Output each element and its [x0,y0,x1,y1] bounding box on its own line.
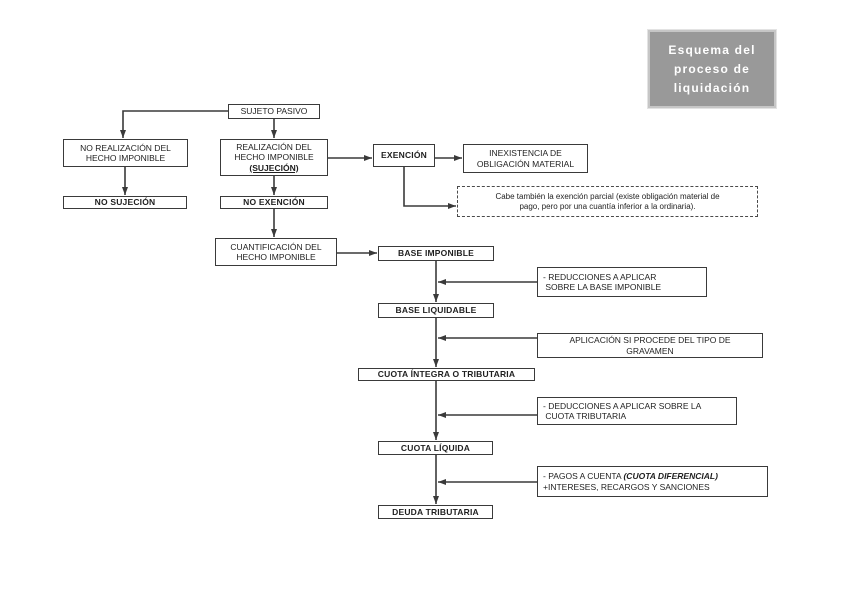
node-no-realizacion-hecho-imponible: NO REALIZACIÓN DEL HECHO IMPONIBLE [63,139,188,167]
node-realizacion-sublabel: (SUJECIÓN) [249,162,299,173]
node-aplicacion-tipo-gravamen: APLICACIÓN SI PROCEDE DEL TIPO DE GRAVAM… [537,333,763,358]
connector-sujeto-to-no-realizacion [120,110,228,138]
node-inexistencia-obligacion: INEXISTENCIA DE OBLIGACIÓN MATERIAL [463,144,588,173]
node-sujeto-pasivo: SUJETO PASIVO [228,104,320,119]
node-realizacion-label: REALIZACIÓN DEL HECHO IMPONIBLE [234,142,314,163]
node-deducciones: - DEDUCCIONES A APLICAR SOBRE LA CUOTA T… [537,397,737,425]
connector-exencion-to-nota [403,167,456,209]
node-exencion: EXENCIÓN [373,144,435,167]
diagram-title: Esquema del proceso de liquidación [648,30,776,108]
node-pagos-a-cuenta: - PAGOS A CUENTA (CUOTA DIFERENCIAL) +IN… [537,466,768,497]
pagos-line1-prefix: - PAGOS A CUENTA [543,471,624,482]
node-deuda-tributaria: DEUDA TRIBUTARIA [378,505,493,519]
node-no-exencion: NO EXENCIÓN [220,196,328,209]
node-cuota-liquida: CUOTA LÍQUIDA [378,441,493,455]
node-base-liquidable: BASE LIQUIDABLE [378,303,494,318]
node-no-sujecion: NO SUJECIÓN [63,196,187,209]
node-base-imponible: BASE IMPONIBLE [378,246,494,261]
node-realizacion-hecho-imponible: REALIZACIÓN DEL HECHO IMPONIBLE (SUJECIÓ… [220,139,328,176]
node-cuantificacion-hecho-imponible: CUANTIFICACIÓN DEL HECHO IMPONIBLE [215,238,337,266]
node-cuota-integra: CUOTA ÍNTEGRA O TRIBUTARIA [358,368,535,381]
note-exencion-parcial: Cabe también la exención parcial (existe… [457,186,758,217]
pagos-line1-emphasis: (CUOTA DIFERENCIAL) [623,471,718,482]
node-reducciones: - REDUCCIONES A APLICAR SOBRE LA BASE IM… [537,267,707,297]
pagos-line1: - PAGOS A CUENTA (CUOTA DIFERENCIAL) [543,471,718,481]
pagos-line2: +INTERESES, RECARGOS Y SANCIONES [543,481,710,492]
